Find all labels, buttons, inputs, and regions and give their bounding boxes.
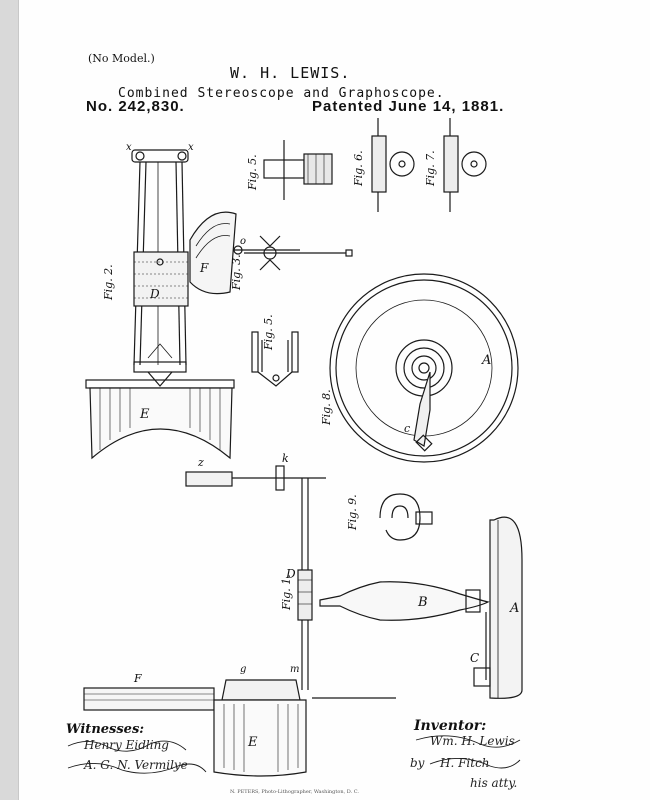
fig1-letter-d: D [285,567,296,581]
fig1-letter-a: A [509,601,519,616]
fig1-letter-g: g [240,664,246,675]
fig5-top-drawing [263,140,333,200]
fig2-letter-o: o [240,236,246,247]
fig9-drawing [379,493,433,541]
witness-2-flourish [67,763,207,774]
fig2-letter-x-left: x [126,142,132,153]
by-line: by [410,756,425,770]
fig1-letter-e: E [247,735,258,750]
fig5-bottom-label: Fig. 5. [262,314,275,351]
inventor-signature: Wm. H. Lewis [430,734,515,748]
fig1-letter-b: B [417,595,428,610]
fig2-letter-x-right: x [188,142,194,153]
patent-title: Combined Stereoscope and Graphoscope. [118,86,445,101]
fig7-label: Fig. 7. [424,150,437,187]
fig2-letter-e: E [139,407,150,422]
fig8-letter-a: A [481,353,491,368]
attorney-flourish [429,758,521,769]
fig2-hood [85,379,235,460]
inventor-label: Inventor: [414,718,487,734]
fig5-top-label: Fig. 5. [246,154,259,191]
fig1-label: Fig. 1. [280,574,293,611]
fig8-letter-c: c [404,422,410,435]
attorney-note: his atty. [470,776,518,790]
fig1-letter-z: z [197,456,204,469]
fig7-drawing [443,118,487,212]
witnesses-label: Witnesses: [66,722,145,737]
witness-1-flourish [67,740,187,752]
fig1-drawing [185,465,523,699]
no-model-note: (No Model.) [88,52,155,65]
fig2-letter-f: F [199,261,209,275]
fig8-drawing [329,273,519,463]
inventor-flourish [415,735,521,748]
witness-1-signature: Henry Eidling [84,738,169,752]
fig2-drawing [131,149,300,387]
fig6-label: Fig. 6. [352,150,365,187]
fig3-drawing [244,235,353,271]
fig2-letter-d: D [149,287,160,301]
fig8-label: Fig. 8. [320,389,333,426]
patent-date: Patented June 14, 1881. [312,98,505,115]
inventor-name: W. H. LEWIS. [230,64,351,82]
printer-line: N. PETERS, Photo-Lithographer, Washingto… [230,789,360,795]
fig9-label: Fig. 9. [346,494,359,531]
fig6-drawing [371,118,415,212]
fig1-letter-k: k [282,452,289,465]
fig1-table-and-hood [83,679,307,777]
fig1-letter-c: C [470,651,479,665]
fig3-label: Fig. 3. [230,254,243,291]
fig2-label: Fig. 2. [102,264,115,301]
fig1-letter-m: m [290,664,299,675]
fig1-letter-f: F [133,672,142,685]
patent-number: No. 242,830. [86,98,185,115]
attorney-signature: H. Fitch [440,756,490,770]
witness-2-signature: A. G. N. Vermilye [84,758,188,772]
fig5-bottom-drawing [251,331,299,387]
